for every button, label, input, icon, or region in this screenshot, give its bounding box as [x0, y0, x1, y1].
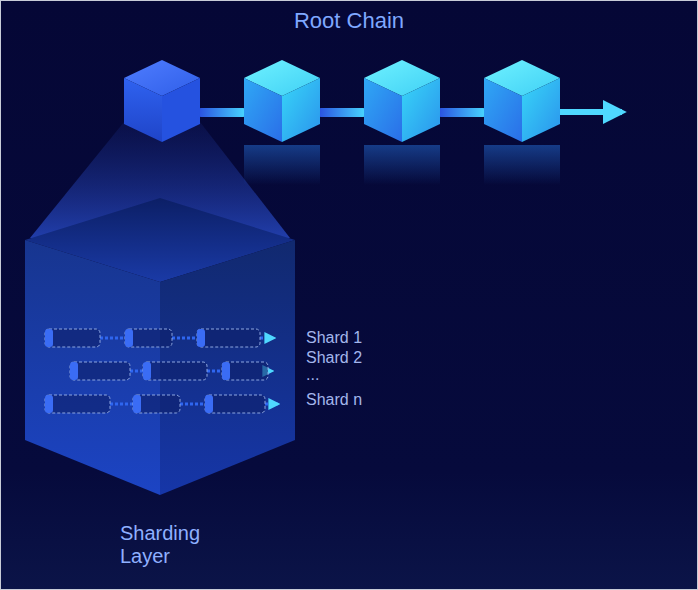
- shard-label: ...: [306, 366, 319, 384]
- shard-label: Shard 1: [306, 329, 362, 347]
- layer-label: Sharding Layer: [120, 522, 230, 568]
- sharding-layer-cube: Sharding Layer: [25, 200, 297, 580]
- diagram-title: Root Chain: [0, 8, 698, 34]
- shard-label: Shard 2: [306, 349, 362, 367]
- shard-label: Shard n: [306, 391, 362, 409]
